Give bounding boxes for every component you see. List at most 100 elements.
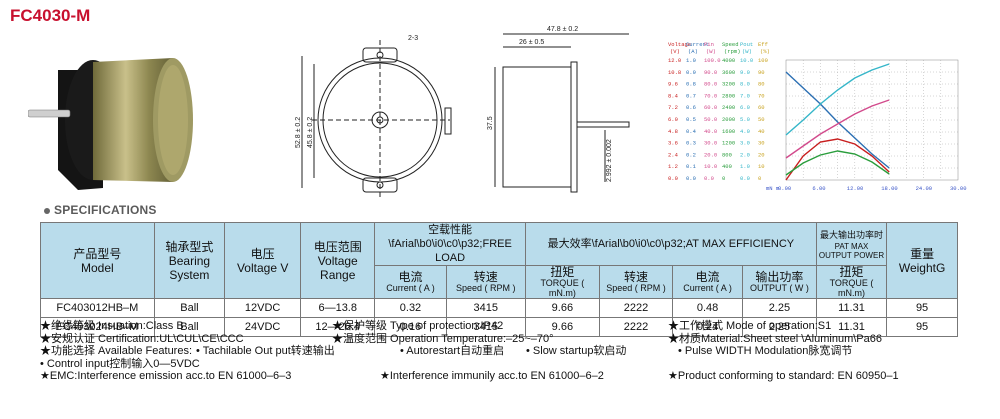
chart-scale-value: 10.0 <box>704 163 717 170</box>
series-line-4 <box>785 150 890 176</box>
dim-width-total: 47.8 ± 0.2 <box>547 26 578 33</box>
chart-scale-value: 0.7 <box>686 92 696 99</box>
chart-scale-value: 2400 <box>722 104 735 111</box>
chart-scale-value: 6.0 <box>668 116 678 123</box>
table-cell: 2222 <box>598 298 674 318</box>
chart-scale-value: 0.0 <box>740 175 750 182</box>
chart-scale-value: 8.4 <box>668 92 679 99</box>
table-cell: 95 <box>886 317 958 337</box>
table-cell: 0.32 <box>374 298 447 318</box>
dim-hole: 2-3 <box>408 35 418 42</box>
chart-scale-value: 30.0 <box>704 140 717 147</box>
table-cell: 3415 <box>445 298 526 318</box>
chart-header-label: Current <box>686 41 709 48</box>
chart-scale-value: 90 <box>758 69 765 76</box>
chart-scale-value: 30 <box>758 140 765 147</box>
series-line-2 <box>785 99 890 159</box>
chart-header-label: Eff <box>758 41 768 48</box>
table-cell: 0.24 <box>672 317 743 337</box>
chart-scale-value: 12.0 <box>668 57 681 64</box>
feature-tachi: • Tachilable Out put转速输出 <box>196 345 335 358</box>
feature-operation-mode: ★工作模式 Mode of operation:S1 <box>668 320 832 332</box>
chart-scale-value: 0 <box>722 175 725 182</box>
chart-scale-value: 70 <box>758 92 765 99</box>
side-view-drawing: 47.8 ± 0.2 26 ± 0.5 37.5 2.992 ± 0.002 <box>487 26 630 193</box>
chart-scale-value: 1.0 <box>740 163 750 170</box>
specifications-heading-label: SPECIFICATIONS <box>54 203 157 217</box>
chart-header-label: Pout <box>740 41 753 48</box>
chart-scale-value: 6.0 <box>740 104 750 111</box>
chart-scale-value: 1.0 <box>686 57 696 64</box>
chart-scale-value: 100 <box>758 57 768 64</box>
chart-scale-value: 0.0 <box>704 175 714 182</box>
x-tick-label: 18.00 <box>881 185 898 192</box>
chart-scale-value: 0.8 <box>686 81 696 88</box>
series-line-3 <box>785 138 890 181</box>
x-tick-label: 24.00 <box>916 185 933 192</box>
chart-scale-value: 90.0 <box>704 69 717 76</box>
chart-header-unit: (V) <box>670 48 680 55</box>
chart-header-unit: (%) <box>760 48 770 55</box>
chart-scale-value: 10.8 <box>668 69 681 76</box>
chart-scale-value: 7.0 <box>740 92 750 99</box>
chart-scale-value: 0.2 <box>686 151 696 158</box>
x-tick-label: 6.00 <box>812 185 825 192</box>
chart-scale-value: 5.0 <box>740 116 750 123</box>
feature-emc: ★EMC:Interference emission acc.to EN 610… <box>40 370 292 383</box>
chart-scale-value: 3200 <box>722 81 735 88</box>
chart-scale-value: 800 <box>722 151 732 158</box>
chart-scale-value: 80 <box>758 81 765 88</box>
chart-scale-value: 4.8 <box>668 128 678 135</box>
feature-certification: ★安规认证 Certification:UL\CUL\CE\CCC <box>40 332 244 345</box>
chart-scale-value: 4.0 <box>740 128 750 135</box>
front-view-drawing: 52.8 ± 0.2 45.8 ± 0.2 2-3 <box>295 35 452 200</box>
chart-scale-value: 3.6 <box>668 140 678 147</box>
chart-header-unit: (W) <box>706 48 716 55</box>
chart-scale-value: 2.4 <box>668 151 679 158</box>
feature-pwm: • Pulse WIDTH Modulation脉宽调节 <box>678 345 853 358</box>
chart-header-label: Voltage <box>668 41 691 48</box>
dim-width-inner: 26 ± 0.5 <box>519 39 544 46</box>
chart-scale-value: 0.9 <box>686 69 696 76</box>
table-cell: 0.16 <box>374 317 447 337</box>
feature-slow-startup: • Slow startup软启动 <box>526 345 627 358</box>
chart-scale-value: 0.4 <box>686 128 697 135</box>
series-line-1 <box>785 63 890 136</box>
chart-scale-value: 3600 <box>722 69 735 76</box>
page-title: FC4030-M <box>10 6 91 25</box>
feature-protection: ★保护等级 Type of protection:IP42 <box>332 320 504 332</box>
header-max-efficiency: 最大效率\fArial\b0\i0\c0\p32;AT MAX EFFICIEN… <box>524 222 817 266</box>
table-cell: 11.31 <box>815 298 888 318</box>
table-cell: FC403012HB–M <box>40 298 155 318</box>
chart-scale-value: 1600 <box>722 128 735 135</box>
chart-scale-value: 0 <box>758 175 761 182</box>
chart-scale-value: 0.5 <box>686 116 696 123</box>
table-cell: 9.66 <box>524 298 600 318</box>
chart-scale-value: 60 <box>758 104 765 111</box>
feature-control-input: • Control input控制输入0—5VDC <box>40 357 200 370</box>
chart-scale-value: 0.0 <box>686 175 696 182</box>
chart-scale-value: 9.0 <box>740 69 750 76</box>
performance-chart: Voltage(V)Current(A)Pin(W)Speed(rpm)Pout… <box>668 41 967 192</box>
table-cell: 0.48 <box>672 298 743 318</box>
chart-header-label: Pin <box>704 41 714 48</box>
chart-scale-value: 0.1 <box>686 163 697 170</box>
x-axis-unit: mN m <box>766 185 780 192</box>
feature-autorestart: • Autorestart自动重启 <box>400 345 505 358</box>
feature-product-standard: ★Product conforming to standard: EN 6095… <box>668 370 899 383</box>
chart-scale-value: 8.0 <box>740 81 750 88</box>
dim-height-1: 52.8 ± 0.2 <box>295 117 302 148</box>
bullet-icon <box>44 207 50 214</box>
x-tick-label: 12.00 <box>847 185 864 192</box>
chart-scale-value: 10 <box>758 163 765 170</box>
